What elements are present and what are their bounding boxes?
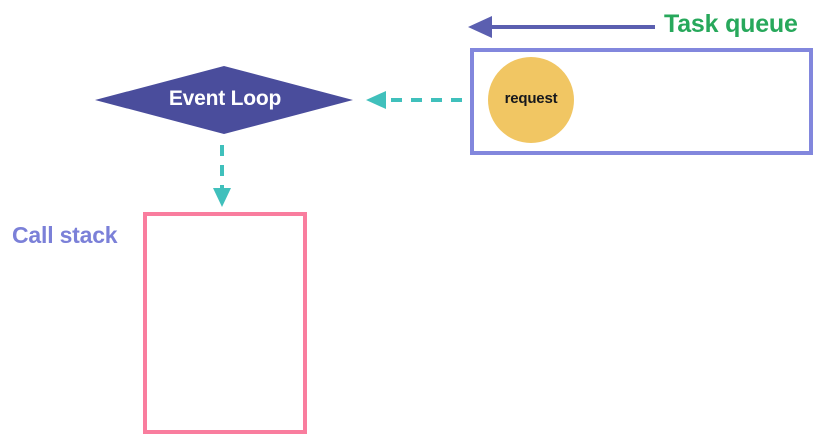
event-loop-to-call-stack-arrow xyxy=(213,145,231,207)
call-stack-box xyxy=(143,212,307,434)
task-queue-box xyxy=(470,48,813,155)
event-loop-label: Event Loop xyxy=(168,87,282,110)
event-loop-diamond xyxy=(95,66,353,134)
task-queue-label: Task queue xyxy=(664,10,798,38)
task-queue-flow-arrow xyxy=(468,16,655,38)
request-token-circle xyxy=(488,57,574,143)
request-token-label: request xyxy=(504,90,558,107)
queue-to-event-loop-arrow xyxy=(366,91,462,109)
call-stack-label: Call stack xyxy=(12,222,118,248)
